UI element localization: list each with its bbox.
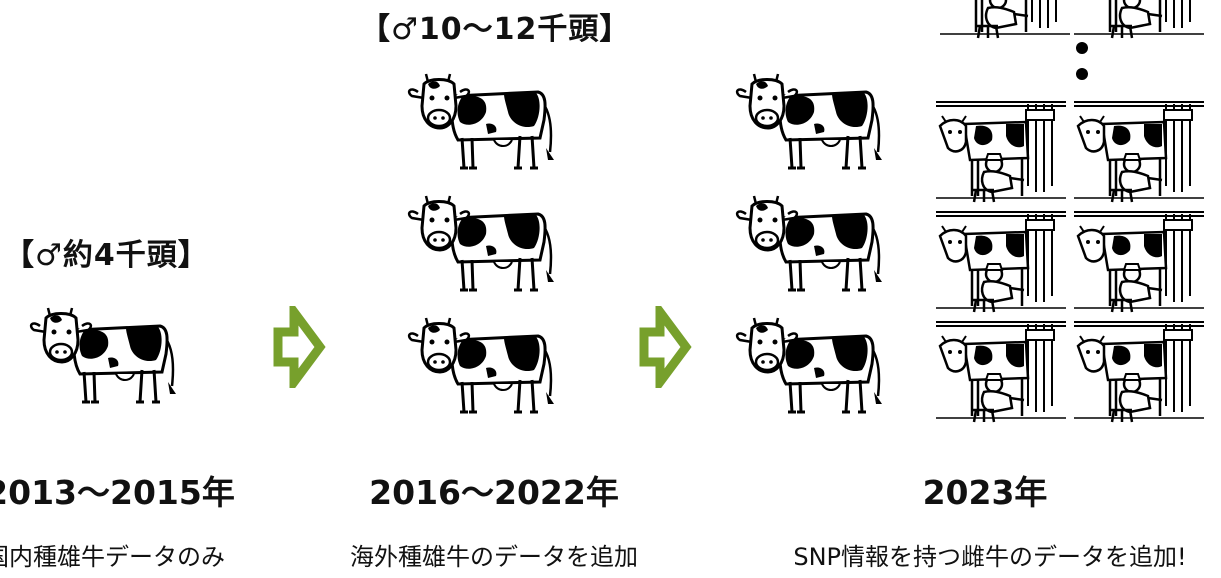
stage-2-description: 海外種雄牛のデータを追加 (350, 543, 638, 571)
milking-farmer-icon (936, 100, 1066, 204)
milking-farmer-icon (1074, 0, 1204, 40)
stage-1-description: 国内種雄牛データのみ (0, 543, 225, 571)
vertical-ellipsis-icon (1076, 68, 1088, 80)
milking-farmer-icon (936, 210, 1066, 314)
milking-farmer-icon (936, 320, 1066, 424)
milking-farmer-icon (1074, 320, 1204, 424)
holstein-cow-icon (407, 316, 556, 414)
milking-farmer-icon (940, 0, 1070, 40)
holstein-cow-icon (407, 72, 556, 170)
holstein-cow-icon (407, 194, 556, 292)
milking-farmer-icon (1074, 210, 1204, 314)
right-arrow-icon (639, 306, 692, 388)
stage-1-herd-size-label: 【♂約4千頭】 (4, 238, 209, 273)
milking-farmer-icon (1074, 100, 1204, 204)
holstein-cow-icon (29, 306, 178, 404)
holstein-cow-icon (735, 72, 884, 170)
vertical-ellipsis-icon (1076, 42, 1088, 54)
holstein-cow-icon (735, 316, 884, 414)
stage-3-year: 2023年 (922, 473, 1048, 512)
right-arrow-icon (273, 306, 326, 388)
stage-2-year: 2016〜2022年 (369, 473, 619, 512)
stage-2-herd-size-label: 【♂10〜12千頭】 (360, 12, 631, 47)
holstein-cow-icon (735, 194, 884, 292)
stage-3-description: SNP情報を持つ雌牛のデータを追加! (793, 543, 1187, 571)
stage-1-year: 2013〜2015年 (0, 473, 235, 512)
